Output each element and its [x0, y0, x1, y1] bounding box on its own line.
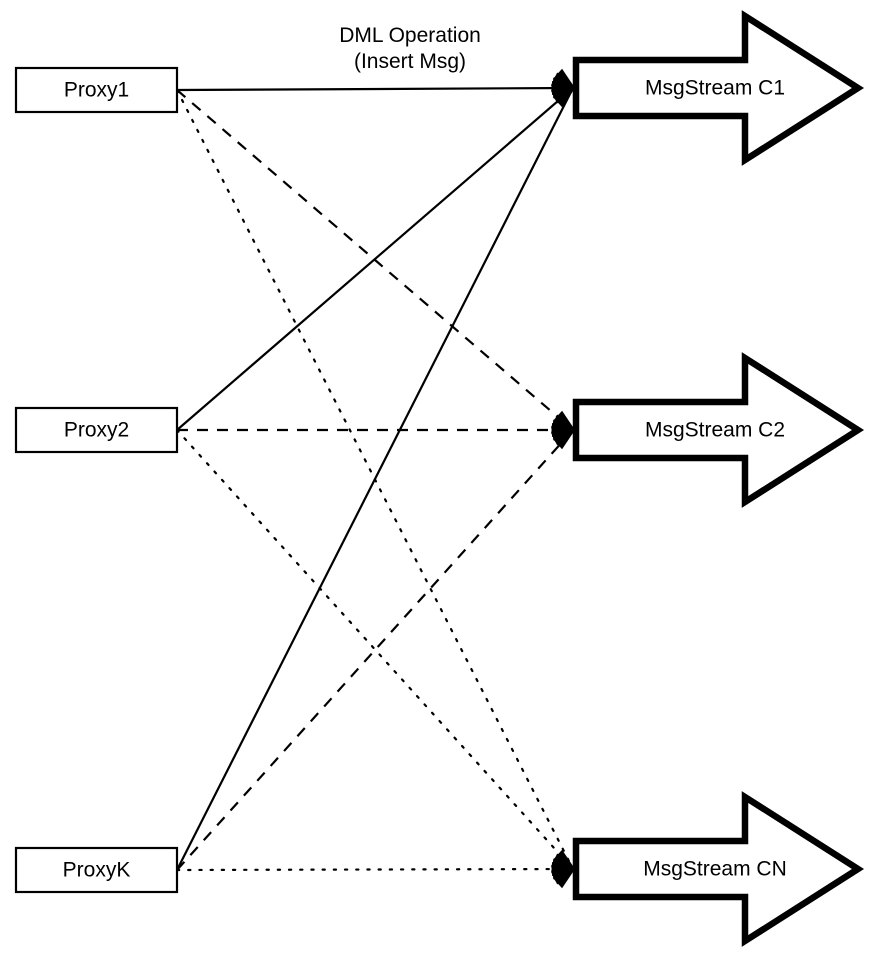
edge-proxyk-to-msgstream-c1	[176, 87, 574, 871]
stream-node-msgstream-cn[interactable]: MsgStream CN	[572, 791, 865, 947]
block-arrow-outline	[572, 352, 865, 508]
proxy-label: ProxyK	[63, 859, 131, 882]
stream-node-msgstream-c1[interactable]: MsgStream C1	[572, 10, 865, 166]
annotation-line-1: DML Operation	[339, 24, 481, 47]
arrowhead-cn	[551, 849, 575, 889]
proxy-node-proxy1[interactable]: Proxy1	[14, 66, 179, 114]
block-arrow-outline	[572, 10, 865, 166]
arrowhead-c1	[551, 68, 575, 108]
edge-proxy2-to-msgstream-cn	[175, 428, 575, 871]
arrowhead-prong	[552, 410, 575, 430]
proxy-node-proxy2[interactable]: Proxy2	[14, 406, 179, 454]
arrowhead-c2	[551, 410, 575, 450]
proxy-box-outline	[14, 66, 179, 114]
block-arrow-outline	[572, 791, 865, 947]
arrowheads-layer	[551, 68, 575, 889]
annotation-dml-operation: DML Operation (Insert Msg)	[339, 24, 481, 73]
edge-proxyk-to-msgstream-cn	[175, 867, 575, 872]
arrowhead-prong	[552, 849, 575, 869]
proxy-box-outline	[14, 846, 179, 894]
edges-layer	[175, 86, 575, 872]
annotations-layer: DML Operation (Insert Msg)	[339, 24, 481, 73]
stream-label: MsgStream C2	[645, 419, 785, 442]
streams-layer: MsgStream C1 MsgStream C2 MsgStream CN	[572, 10, 865, 947]
edge-proxy2-to-msgstream-c1	[176, 87, 574, 431]
proxy-label: Proxy2	[64, 419, 129, 442]
stream-label: MsgStream CN	[643, 858, 787, 881]
proxy-node-proxyk[interactable]: ProxyK	[14, 846, 179, 894]
stream-node-msgstream-c2[interactable]: MsgStream C2	[572, 352, 865, 508]
stream-label: MsgStream C1	[645, 77, 785, 100]
arrowhead-prong	[552, 68, 575, 88]
proxy-box-outline	[14, 406, 179, 454]
annotation-line-2: (Insert Msg)	[354, 50, 466, 73]
edge-proxy1-to-msgstream-c1	[176, 86, 574, 92]
proxy-label: Proxy1	[64, 79, 129, 102]
